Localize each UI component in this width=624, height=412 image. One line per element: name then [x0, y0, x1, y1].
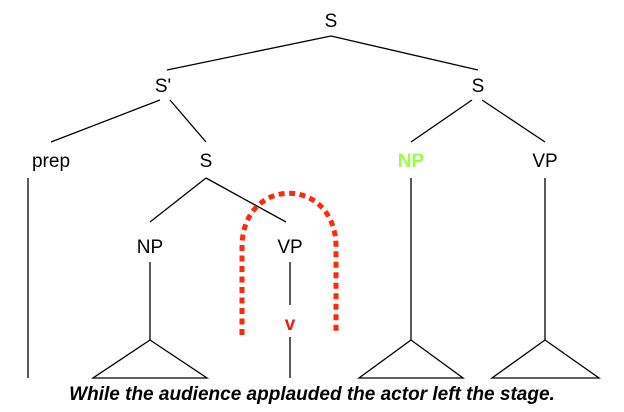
- node-s-prime: S': [155, 76, 171, 97]
- node-sub-vp: VP: [277, 237, 302, 258]
- edge-root-s: [330, 35, 479, 71]
- edge-sprime-prep: [50, 99, 161, 143]
- main-np-triangle: [357, 339, 465, 379]
- edge-subs-vp: [205, 177, 287, 223]
- edge-s-np: [410, 99, 473, 143]
- edge-root-sprime: [166, 35, 332, 71]
- node-main-np: NP: [398, 151, 425, 172]
- node-prep: prep: [32, 151, 70, 172]
- node-sub-s: S: [200, 151, 213, 172]
- node-sub-np: NP: [137, 237, 163, 258]
- edge-s-vp: [481, 99, 546, 143]
- node-root-s: S: [325, 11, 338, 32]
- edge-subs-np: [149, 177, 207, 223]
- node-verb: v: [285, 314, 296, 335]
- main-vp-triangle: [489, 339, 602, 379]
- node-main-vp: VP: [532, 151, 557, 172]
- example-sentence: While the audience applauded the actor l…: [69, 384, 555, 405]
- edge-sprime-s: [169, 99, 207, 143]
- boundary-arc: [239, 190, 339, 335]
- subject-np-triangle: [90, 339, 210, 379]
- node-main-s: S: [472, 76, 485, 97]
